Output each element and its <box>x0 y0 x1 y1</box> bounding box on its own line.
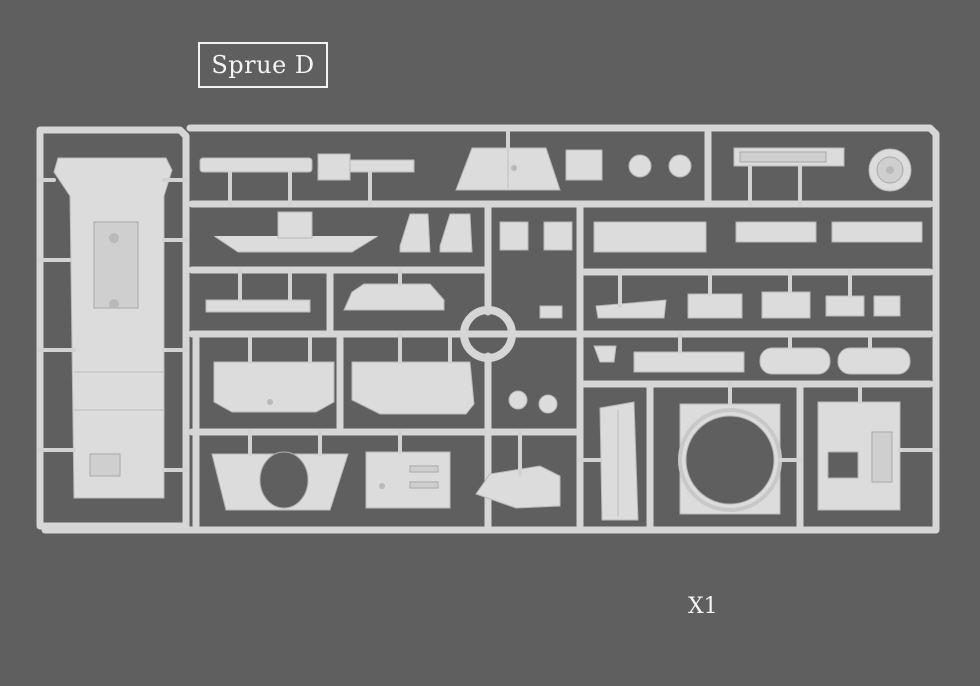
attachment-gates <box>38 130 938 476</box>
side-skirt-part <box>599 401 639 521</box>
side-panel-upper <box>595 291 901 319</box>
detail-plate <box>365 451 451 509</box>
rear-plate-part <box>817 401 901 511</box>
quantity-label: X1 <box>688 594 718 619</box>
fan-wheel-part <box>868 148 912 192</box>
internal-runners <box>188 128 934 534</box>
armor-plate-right <box>351 361 475 415</box>
angled-armor-part <box>475 465 561 509</box>
sprue-title-box: Sprue D <box>198 42 328 88</box>
engine-deck-part <box>455 147 561 191</box>
fender-bracket <box>205 211 923 319</box>
small-fitting-part <box>565 147 845 181</box>
armor-plate-left <box>213 361 335 413</box>
turret-ring-plate <box>211 451 349 511</box>
sprue-title-label: Sprue D <box>211 51 315 79</box>
top-rail-part <box>199 153 415 181</box>
exhaust-cylinder-part <box>508 345 911 414</box>
rear-hull-plate <box>53 157 173 499</box>
turret-ring <box>678 403 782 515</box>
